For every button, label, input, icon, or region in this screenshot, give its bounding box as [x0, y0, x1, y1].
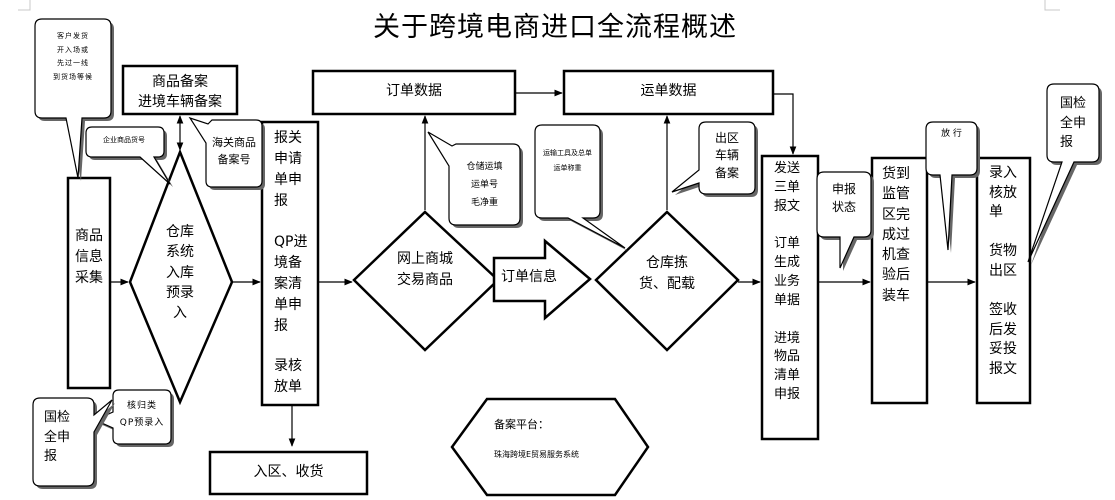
page-title: 关于跨境电商进口全流程概述 [373, 12, 737, 43]
declare-status-text: 申报 状态 [831, 182, 856, 214]
order-data-label: 订单数据 [386, 83, 442, 99]
send-docs-box [760, 154, 820, 441]
record-box-label: 商品备案 进境车辆备案 [138, 74, 222, 110]
info-collect-label: 商品 信息 采集 [75, 228, 103, 286]
customer-note-text: 客户发货 开入场或 先过一线 到货场等候 [53, 32, 93, 81]
declare-status-bubble [816, 171, 872, 269]
send-docs-label: 发送 三单 报文 订单 生成 业务 单据 进境 物品 清单 申报 [774, 161, 801, 403]
order-data-box [311, 69, 517, 116]
warehouse-entry-diamond [128, 148, 234, 406]
platform-title: 备案平台： [494, 418, 549, 431]
inspection-qp-bubble [93, 389, 172, 445]
warehouse-weights-bubble [427, 131, 521, 226]
inspection-right-text: 国检 全申 报 [1060, 96, 1087, 150]
declare-mid-label: QP进 境备 案清 单申 报 [274, 234, 308, 334]
vehicle-record-bubble [671, 121, 756, 195]
inspection-left-text: 国检 全申 报 [44, 410, 71, 464]
release-bubble [925, 121, 978, 251]
page-corner-marks [18, 0, 1060, 11]
inspection-qp-text: 核归类 QP预录入 [119, 401, 165, 429]
record-box [121, 64, 239, 116]
warehouse-entry-label: 仓库 系统 入库 预录 入 [166, 224, 194, 322]
enterprise-record-text: 企业商品货号 [103, 136, 145, 144]
info-collect-box [66, 176, 112, 390]
inspection-right-bubble [1027, 83, 1100, 263]
release-text: 放 行 [941, 129, 962, 139]
enter-zone-label: 入区、收货 [253, 464, 324, 480]
logistics-note-bubble [534, 124, 626, 249]
online-mall-diamond [352, 210, 500, 352]
inspection-left-bubble [32, 397, 113, 487]
warehouse-weights-text: 仓储运填 运单号 毛净重 [466, 162, 503, 208]
waybill-data-box [562, 69, 775, 116]
platform-name: 珠海跨境E贸易服务系统 [494, 450, 580, 459]
customer-note-bubble [34, 18, 112, 179]
picking-diamond [594, 210, 740, 352]
final-steps-box [975, 156, 1032, 405]
vehicle-record-text: 出区 车辆 备案 [714, 131, 739, 180]
declare-bottom-label: 录核 放单 [274, 358, 302, 395]
enter-zone-box [208, 450, 369, 496]
logistics-note-text: 运输工具及总单 运单称重 [543, 149, 592, 173]
waybill-data-label: 运单数据 [640, 83, 697, 99]
picking-label: 仓库拣 货、配载 [639, 255, 695, 292]
order-info-label: 订单信息 [501, 269, 557, 285]
final-steps-label: 录入 核放 单 货物 出区 签收 后发 妥投 报文 [989, 165, 1017, 377]
arrow-waybill-to-send [773, 93, 797, 155]
customs-record-text: 海关商品 备案号 [212, 136, 256, 167]
supervision-label: 货到 监管 区完 成过 机查 验后 装车 [882, 166, 910, 304]
declare-top-label: 报关 申请 单申 报 [274, 130, 302, 209]
supervision-box [870, 156, 929, 405]
online-mall-label: 网上商城 交易商品 [397, 251, 453, 288]
platform-hexagon [450, 397, 650, 497]
enterprise-record-bubble [85, 126, 171, 185]
customs-record-bubble [188, 116, 263, 188]
declare-box [260, 120, 320, 407]
order-info-block-arrow [492, 238, 592, 321]
